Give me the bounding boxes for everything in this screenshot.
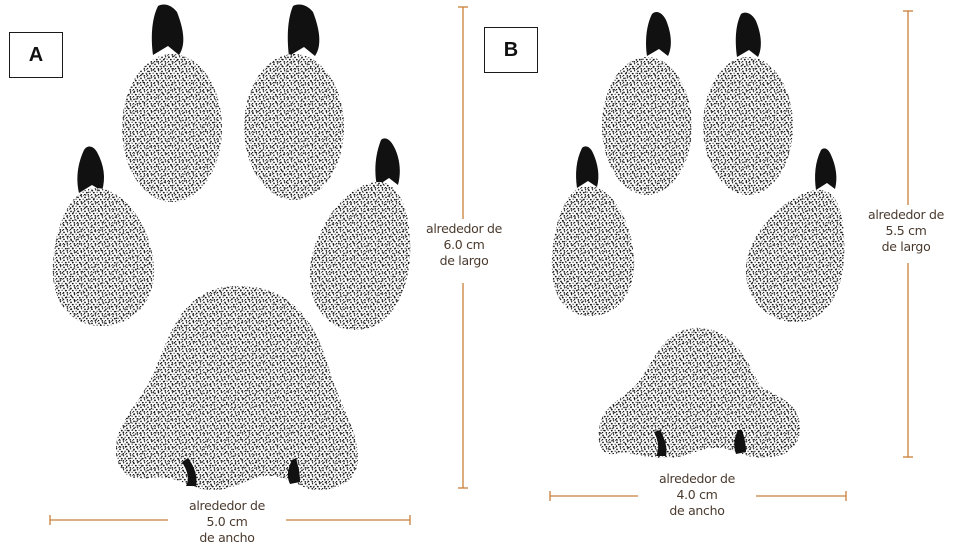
- track-a: [53, 4, 411, 490]
- b-claw-2: [736, 13, 761, 57]
- b-toe-pad-4: [746, 190, 844, 322]
- a-claw-2: [288, 4, 320, 56]
- panel-label-a: A: [9, 32, 63, 78]
- b-length-line3: de largo: [858, 239, 954, 255]
- a-claw-4: [375, 138, 399, 186]
- panel-label-b: B: [484, 27, 538, 73]
- b-width-line2: 4.0 cm: [638, 487, 756, 503]
- b-length-line1: alrededor de: [858, 207, 954, 223]
- b-claw-4: [815, 148, 836, 190]
- b-length-label: alrededor de 5.5 cm de largo: [858, 207, 954, 255]
- a-width-label: alrededor de 5.0 cm de ancho: [168, 498, 286, 546]
- a-toe-pad-2: [244, 54, 344, 200]
- a-claw-1: [152, 4, 184, 55]
- track-b: [552, 12, 845, 458]
- b-toe-pad-3: [552, 186, 634, 316]
- b-toe-pad-2: [703, 57, 793, 195]
- a-width-line2: 5.0 cm: [168, 514, 286, 530]
- a-claw-3: [77, 146, 104, 193]
- b-heel-pad: [599, 328, 800, 458]
- b-toe-pad-1: [602, 57, 692, 195]
- a-width-line3: de ancho: [168, 530, 286, 546]
- a-toe-pad-4: [310, 182, 410, 330]
- b-claw-3: [576, 146, 598, 188]
- a-toe-pad-1: [122, 54, 222, 202]
- b-width-label: alrededor de 4.0 cm de ancho: [638, 471, 756, 519]
- b-length-line2: 5.5 cm: [858, 223, 954, 239]
- a-length-line1: alrededor de: [416, 221, 512, 237]
- a-heel-pad: [116, 286, 358, 490]
- a-length-label: alrededor de 6.0 cm de largo: [416, 221, 512, 269]
- b-claw-1: [646, 12, 671, 56]
- b-width-line3: de ancho: [638, 503, 756, 519]
- a-toe-pad-3: [53, 188, 154, 326]
- b-width-line1: alrededor de: [638, 471, 756, 487]
- a-width-line1: alrededor de: [168, 498, 286, 514]
- a-length-line2: 6.0 cm: [416, 237, 512, 253]
- a-length-line3: de largo: [416, 253, 512, 269]
